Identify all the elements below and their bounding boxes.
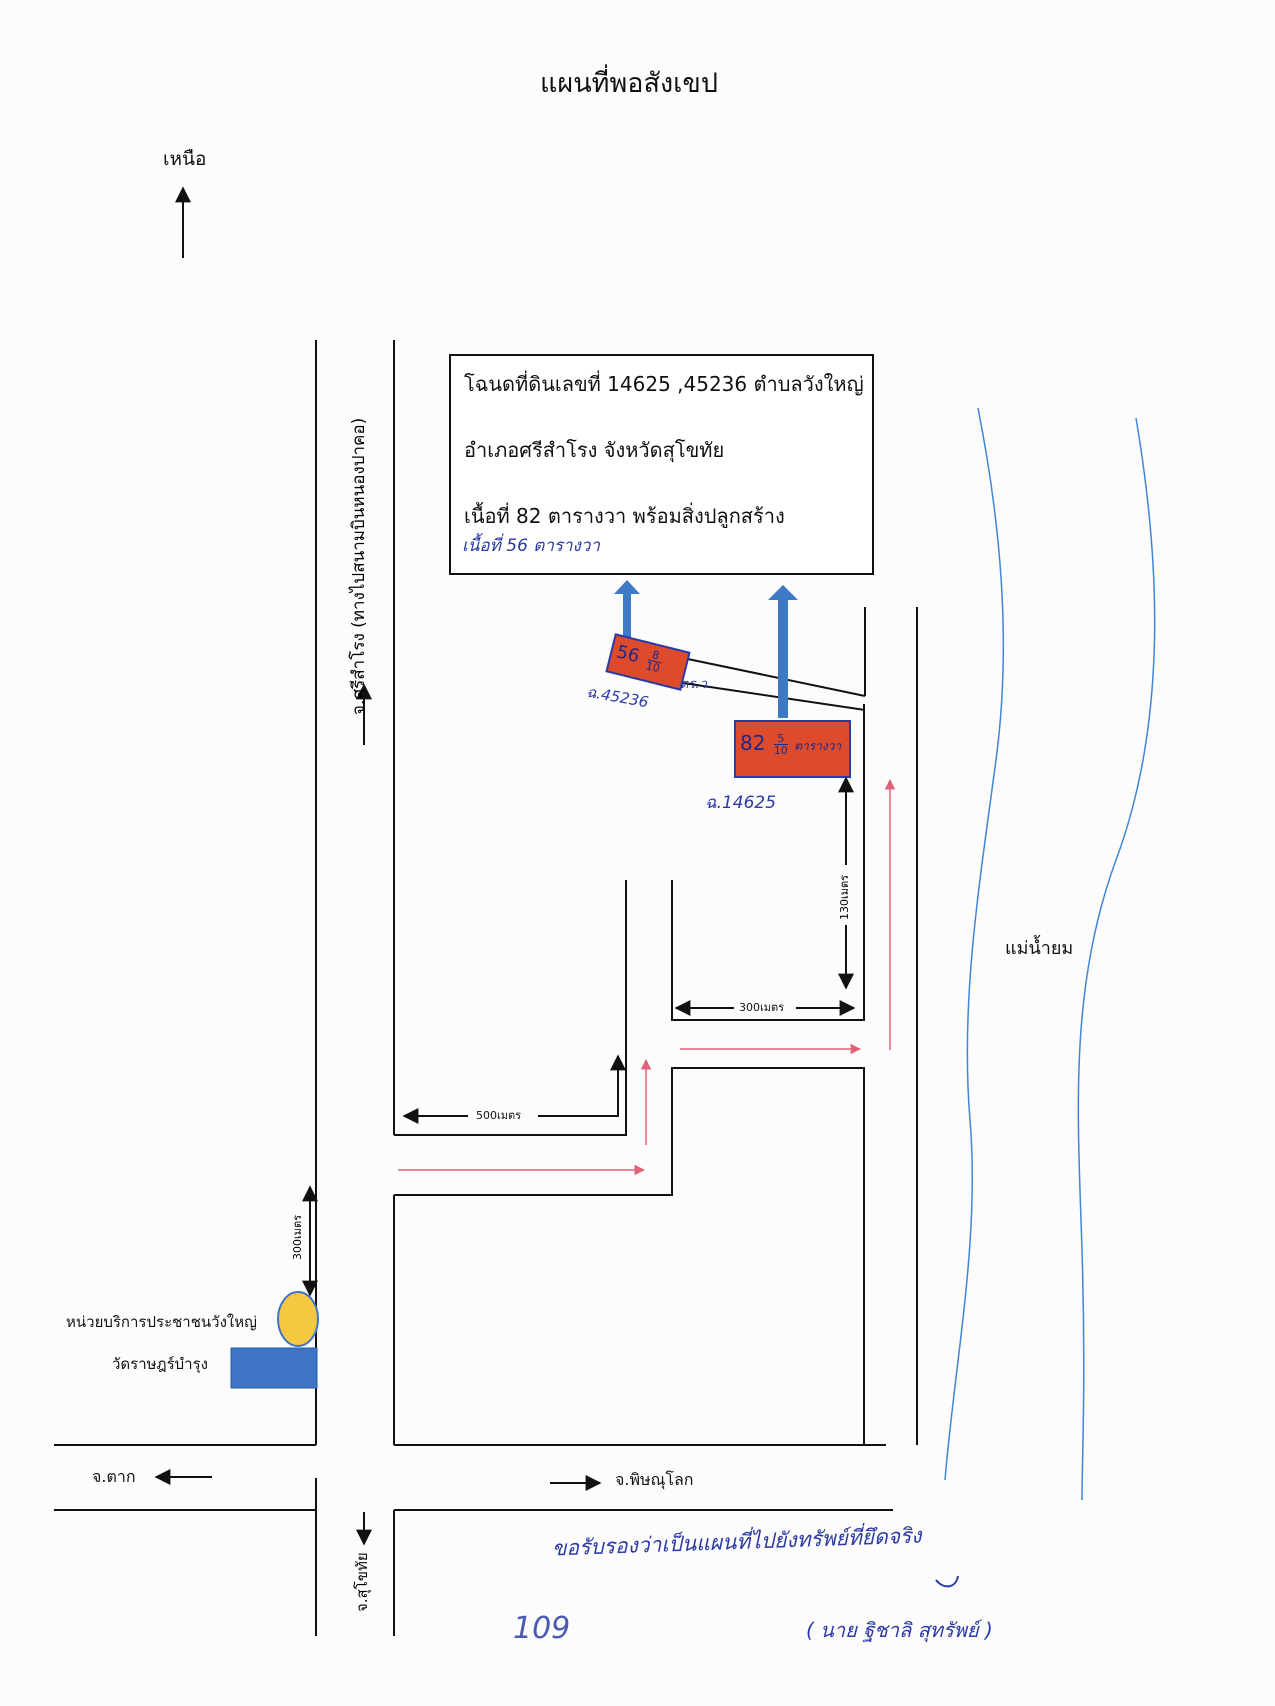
soi-north-branch (671, 704, 865, 1021)
deed-line-1: โฉนดที่ดินเลขที่ 14625 ,45236 ตำบลวังใหญ… (464, 372, 864, 396)
north-label: เหนือ (163, 148, 207, 170)
parcel-2-frac-den: 10 (773, 744, 788, 757)
parcel-45236 (605, 633, 691, 691)
service-unit-label: หน่วยบริการประชาชนวังใหญ่ (66, 1313, 257, 1331)
lane-to-parcel-top (682, 657, 866, 697)
map-title: แผนที่พอสังเขป (540, 68, 718, 99)
road-label-tak: จ.ตาก (92, 1467, 136, 1486)
parcel-1-frac-den: 10 (644, 659, 662, 676)
dist-130-label: 130เมตร (838, 872, 851, 922)
dist-500-label: 500เมตร (474, 1109, 524, 1122)
signature-name: ( นาย ฐิชาลิ สุทรัพย์ ) (806, 1618, 993, 1642)
parcel-1-area-number: 56 (614, 641, 642, 668)
river-bank-west (944, 407, 1005, 1481)
parcel-2-unit: ตารางวา (794, 739, 842, 753)
signature-check-mark (935, 1575, 959, 1588)
parcel-2-area: 82 5 10 ตารางวา (740, 733, 841, 756)
pointer-arrow-parcel-1 (614, 580, 640, 644)
deed-info-box (449, 354, 874, 575)
parcel-2-deed-no: ฉ.14625 (705, 793, 777, 813)
soi-lower-edge (394, 1067, 865, 1445)
parcel-14625 (734, 720, 851, 778)
route-path (398, 778, 896, 1176)
river-bank-east (1077, 417, 1156, 1501)
lane-to-parcel-bottom (682, 682, 866, 711)
temple-label: วัดราษฎร์บำรุง (112, 1355, 208, 1373)
road-label-phitsanulok: จ.พิษณุโลก (615, 1470, 694, 1489)
dist-500-arrow (402, 1054, 626, 1124)
page-number: 109 (513, 1611, 571, 1646)
deed-handwritten-area: เนื้อที่ 56 ตารางวา (462, 536, 600, 556)
river-label: แม่น้ำยม (1005, 938, 1074, 959)
dist-300-left-label: 300เมตร (291, 1212, 304, 1262)
service-unit-marker (277, 1291, 319, 1347)
temple-marker (230, 1347, 318, 1389)
road-label-sukhothai: จ.สุโขทัย (353, 1552, 371, 1612)
parcel-2-area-number: 82 (740, 731, 766, 755)
deed-line-2: อำเภอศรีสำโรง จังหวัดสุโขทัย (464, 438, 725, 462)
soi-upper-edge (394, 880, 627, 1136)
pointer-arrow-parcel-2 (768, 585, 798, 718)
parcel-2-frac-num: 5 (773, 733, 788, 745)
dist-300-top-label: 300เมตร (737, 1001, 787, 1014)
road-label-srisamrong: จ.ศรีสำโรง (ทางไปสนามบินหนองปาคอ) (349, 417, 369, 715)
deed-line-3: เนื้อที่ 82 ตารางวา พร้อมสิ่งปลูกสร้าง (464, 504, 785, 528)
parcel-1-unit: ตร.ว. (680, 677, 711, 692)
